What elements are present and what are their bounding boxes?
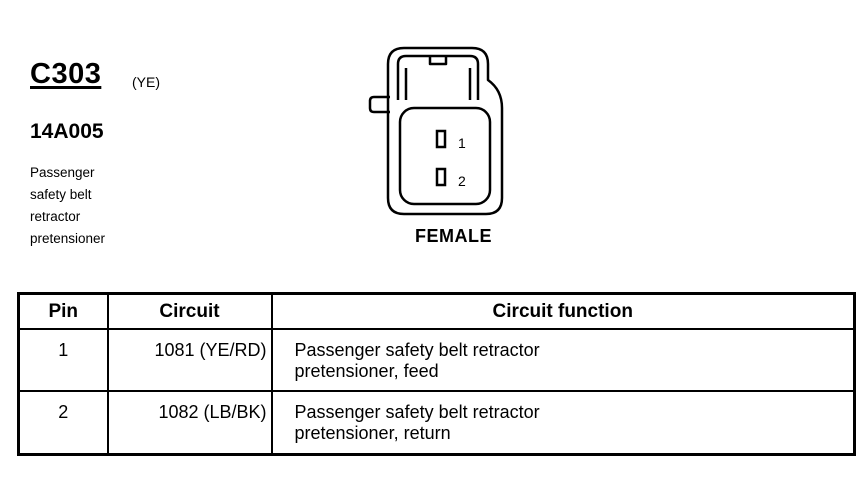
connector-color-code: (YE) — [132, 74, 160, 90]
function-line: pretensioner, return — [294, 423, 451, 444]
pin-cavities: 1 2 — [435, 129, 466, 189]
pin-cell: 2 — [17, 390, 109, 456]
pin-label-1: 1 — [458, 135, 466, 151]
table-row: 1 1081 (YE/RD) Passenger safety belt ret… — [17, 327, 856, 393]
connector-id: C303 — [30, 58, 102, 90]
pin-cavity-2 — [435, 167, 447, 187]
pin-cavity-1 — [435, 129, 447, 149]
column-header-pin: Pin — [17, 292, 109, 330]
description-line: safety belt — [30, 187, 92, 202]
function-line: Passenger safety belt retractor — [294, 402, 540, 423]
connector-gender-label: FEMALE — [415, 226, 492, 246]
circuit-function-cell: Passenger safety belt retractor pretensi… — [270, 390, 856, 456]
function-line: Passenger safety belt retractor — [294, 340, 540, 360]
connector-face-diagram: 1 2 — [368, 46, 504, 216]
connector-description: Passenger safety belt retractor pretensi… — [30, 162, 170, 250]
table-header-row: Pin Circuit Circuit function — [17, 292, 856, 330]
column-header-circuit: Circuit — [106, 292, 273, 330]
function-line: pretensioner, feed — [294, 361, 439, 381]
circuit-function-cell: Passenger safety belt retractor pretensi… — [270, 327, 856, 393]
connector-housing — [368, 46, 504, 216]
description-line: Passenger — [30, 165, 95, 180]
table-row: 2 1082 (LB/BK) Passenger safety belt ret… — [17, 390, 856, 456]
pin-cell: 1 — [17, 327, 109, 393]
pin-label-2: 2 — [458, 173, 466, 189]
column-header-circuit-function: Circuit function — [270, 292, 856, 330]
circuit-cell: 1081 (YE/RD) — [106, 327, 273, 393]
description-line: pretensioner — [30, 231, 106, 246]
pinout-table: Pin Circuit Circuit function 1 1081 (YE/… — [17, 292, 856, 456]
description-line: retractor — [30, 209, 81, 224]
part-number: 14A005 — [30, 120, 104, 143]
circuit-cell: 1082 (LB/BK) — [106, 390, 273, 456]
